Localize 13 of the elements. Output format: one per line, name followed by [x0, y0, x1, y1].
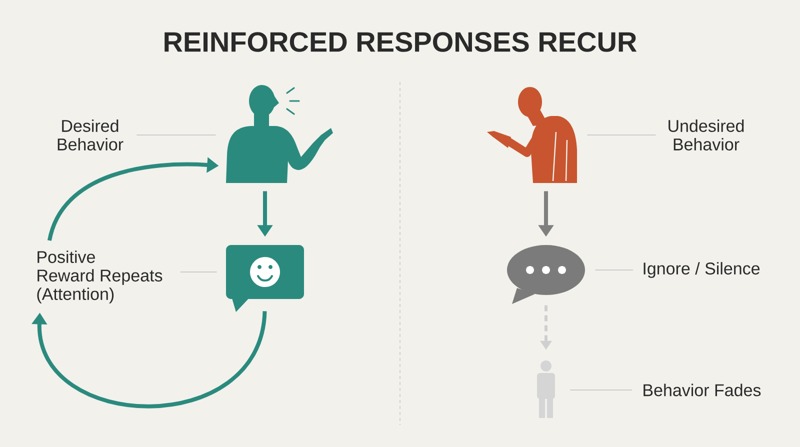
person-figure: [537, 360, 555, 418]
leader-line: [136, 134, 216, 136]
person-figure: [226, 85, 333, 183]
curved-arrow: [32, 310, 267, 408]
leader-line: [586, 134, 656, 136]
node-label: Behavior Fades: [644, 384, 761, 396]
node-label: Undesired Behavior: [668, 120, 744, 150]
speech-bubble: [507, 245, 585, 304]
person-figure: [487, 87, 577, 183]
node-label: Ignore / Silence: [644, 262, 760, 278]
node-label: Positive Reward Repeats (Attention): [37, 250, 162, 304]
title: REINFORCED RESPONSES RECUR: [164, 32, 637, 52]
node-label: Desired Behavior: [58, 120, 124, 150]
